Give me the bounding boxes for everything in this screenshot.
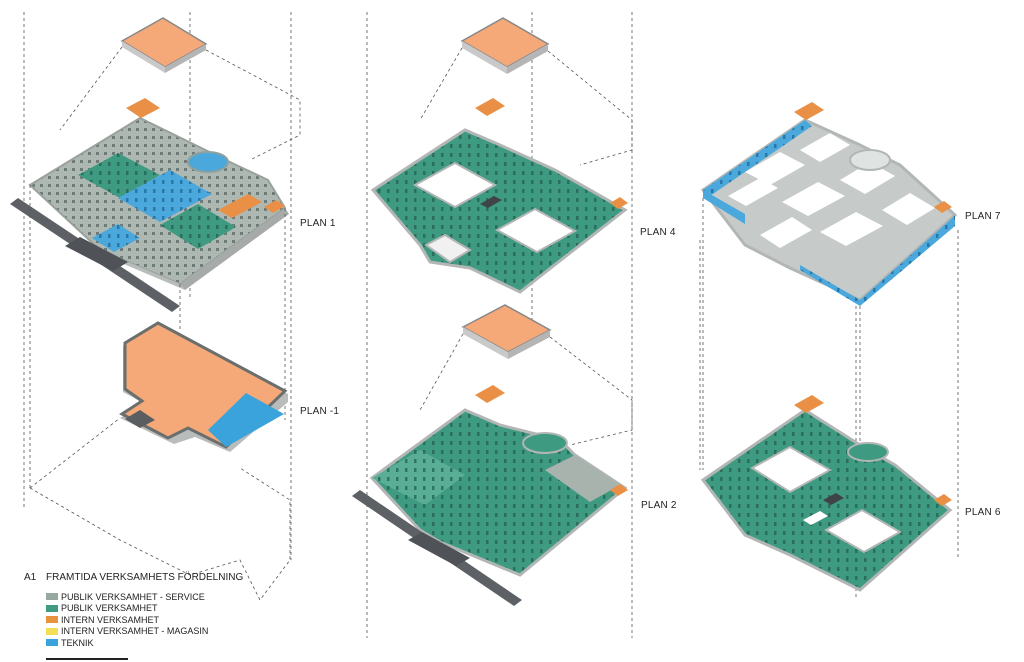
roof-block-plan2: [461, 304, 552, 359]
legend-item: TEKNIK: [46, 637, 208, 649]
legend-swatch: [46, 593, 58, 601]
plan-label-6: PLAN 6: [965, 507, 1001, 518]
plan-label-minus1: PLAN -1: [300, 406, 340, 417]
legend-label: INTERN VERKSAMHET: [61, 614, 160, 625]
legend-code: A1: [24, 572, 37, 583]
roof-block-plan4: [460, 17, 550, 74]
legend-swatch: [46, 639, 58, 647]
footprint-outline-minus1: [29, 417, 291, 601]
entrance-plan2: [408, 532, 470, 566]
connector-lines-plan4: [419, 47, 633, 166]
roof-block-plan1: [120, 17, 208, 73]
floor-plan-7: [700, 102, 958, 306]
floor-plan-1: [28, 98, 289, 290]
floor-plan-4: [370, 98, 628, 294]
entrance-plan1: [65, 237, 128, 271]
plan-label-2: PLAN 2: [641, 500, 677, 511]
legend-swatch: [46, 627, 58, 635]
legend-item: PUBLIK VERKSAMHET - SERVICE: [46, 591, 208, 603]
plan-label-7: PLAN 7: [965, 211, 1001, 222]
legend-item: INTERN VERKSAMHET: [46, 614, 208, 626]
floor-plan-2: [369, 385, 628, 577]
plan-label-4: PLAN 4: [640, 227, 676, 238]
legend-swatch: [46, 616, 58, 624]
legend-item: PUBLIK VERKSAMHET: [46, 603, 208, 615]
legend: PUBLIK VERKSAMHET - SERVICE PUBLIK VERKS…: [46, 591, 208, 649]
legend-item: INTERN VERKSAMHET - MAGASIN: [46, 626, 208, 638]
legend-rule: [46, 658, 128, 660]
legend-label: INTERN VERKSAMHET - MAGASIN: [61, 626, 209, 637]
plan-label-1: PLAN 1: [300, 218, 336, 229]
legend-label: PUBLIK VERKSAMHET: [61, 603, 158, 614]
floor-plan-6: [700, 395, 953, 592]
legend-title-text: FRAMTIDA VERKSAMHETS FÖRDELNING: [46, 572, 244, 583]
legend-label: PUBLIK VERKSAMHET - SERVICE: [61, 591, 205, 602]
connector-lines-lower: [29, 185, 286, 488]
legend-label: TEKNIK: [61, 637, 94, 648]
floor-plan-minus1: [119, 321, 288, 452]
legend-title: A1 FRAMTIDA VERKSAMHETS FÖRDELNING: [24, 572, 243, 583]
connector-lines-plan2: [419, 333, 633, 446]
connector-lines-plan1: [59, 46, 301, 161]
legend-swatch: [46, 604, 58, 612]
